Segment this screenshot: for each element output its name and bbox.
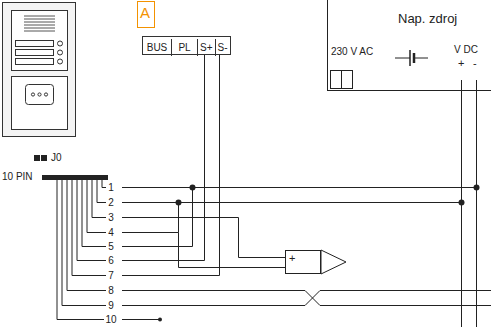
junction-dots bbox=[158, 185, 480, 322]
pin-number: 8 bbox=[107, 286, 115, 296]
power-label: 230 V AC bbox=[331, 47, 373, 57]
pin-lead bbox=[72, 180, 106, 276]
callout-letter: A bbox=[140, 5, 150, 20]
terminal-name: BUS bbox=[143, 39, 171, 56]
pin-lead bbox=[62, 180, 106, 306]
terminal-name: PL bbox=[171, 39, 197, 56]
power-label: V DC bbox=[454, 45, 478, 55]
pin-number: 9 bbox=[107, 301, 115, 311]
device-title: Nap. zdroj bbox=[398, 12, 457, 25]
terminal-block: BUSPLS+S- bbox=[142, 36, 231, 55]
pin-number: 3 bbox=[107, 213, 115, 223]
jumper-name: J0 bbox=[51, 153, 62, 163]
pin-lead bbox=[57, 180, 106, 320]
pin-lead bbox=[92, 180, 106, 218]
pin-number: 7 bbox=[107, 271, 115, 281]
pin-leads bbox=[57, 180, 106, 320]
pin-number: 1 bbox=[107, 183, 115, 193]
connector-name: 10 PIN bbox=[2, 172, 33, 182]
pin-lead bbox=[67, 180, 106, 291]
power-supply-box: Nap. zdroj 230 V AC V DC +- bbox=[327, 0, 491, 91]
power-label: - bbox=[473, 58, 477, 69]
pin-number: 10 bbox=[104, 315, 117, 325]
pin-lead bbox=[77, 180, 106, 261]
pin-lead bbox=[102, 180, 106, 188]
pin-number: 2 bbox=[107, 198, 115, 208]
terminal-name: S- bbox=[215, 39, 230, 56]
wires bbox=[122, 54, 491, 327]
pin-lead bbox=[82, 180, 106, 247]
polarity-mark: + bbox=[289, 253, 295, 264]
pin-number: 5 bbox=[107, 242, 115, 252]
door-station bbox=[3, 3, 76, 137]
connector-10pin bbox=[42, 175, 108, 180]
pin-lead bbox=[97, 180, 106, 203]
lock-symbol: + bbox=[285, 250, 321, 274]
pin-number: 6 bbox=[107, 256, 115, 266]
terminal-name: S+ bbox=[197, 39, 215, 56]
pin-lead bbox=[87, 180, 106, 233]
power-label: + bbox=[458, 58, 464, 69]
power-supply-symbols bbox=[327, 45, 491, 89]
pin-number: 4 bbox=[107, 228, 115, 238]
callout-frame bbox=[138, 2, 155, 28]
jumper bbox=[34, 155, 47, 161]
